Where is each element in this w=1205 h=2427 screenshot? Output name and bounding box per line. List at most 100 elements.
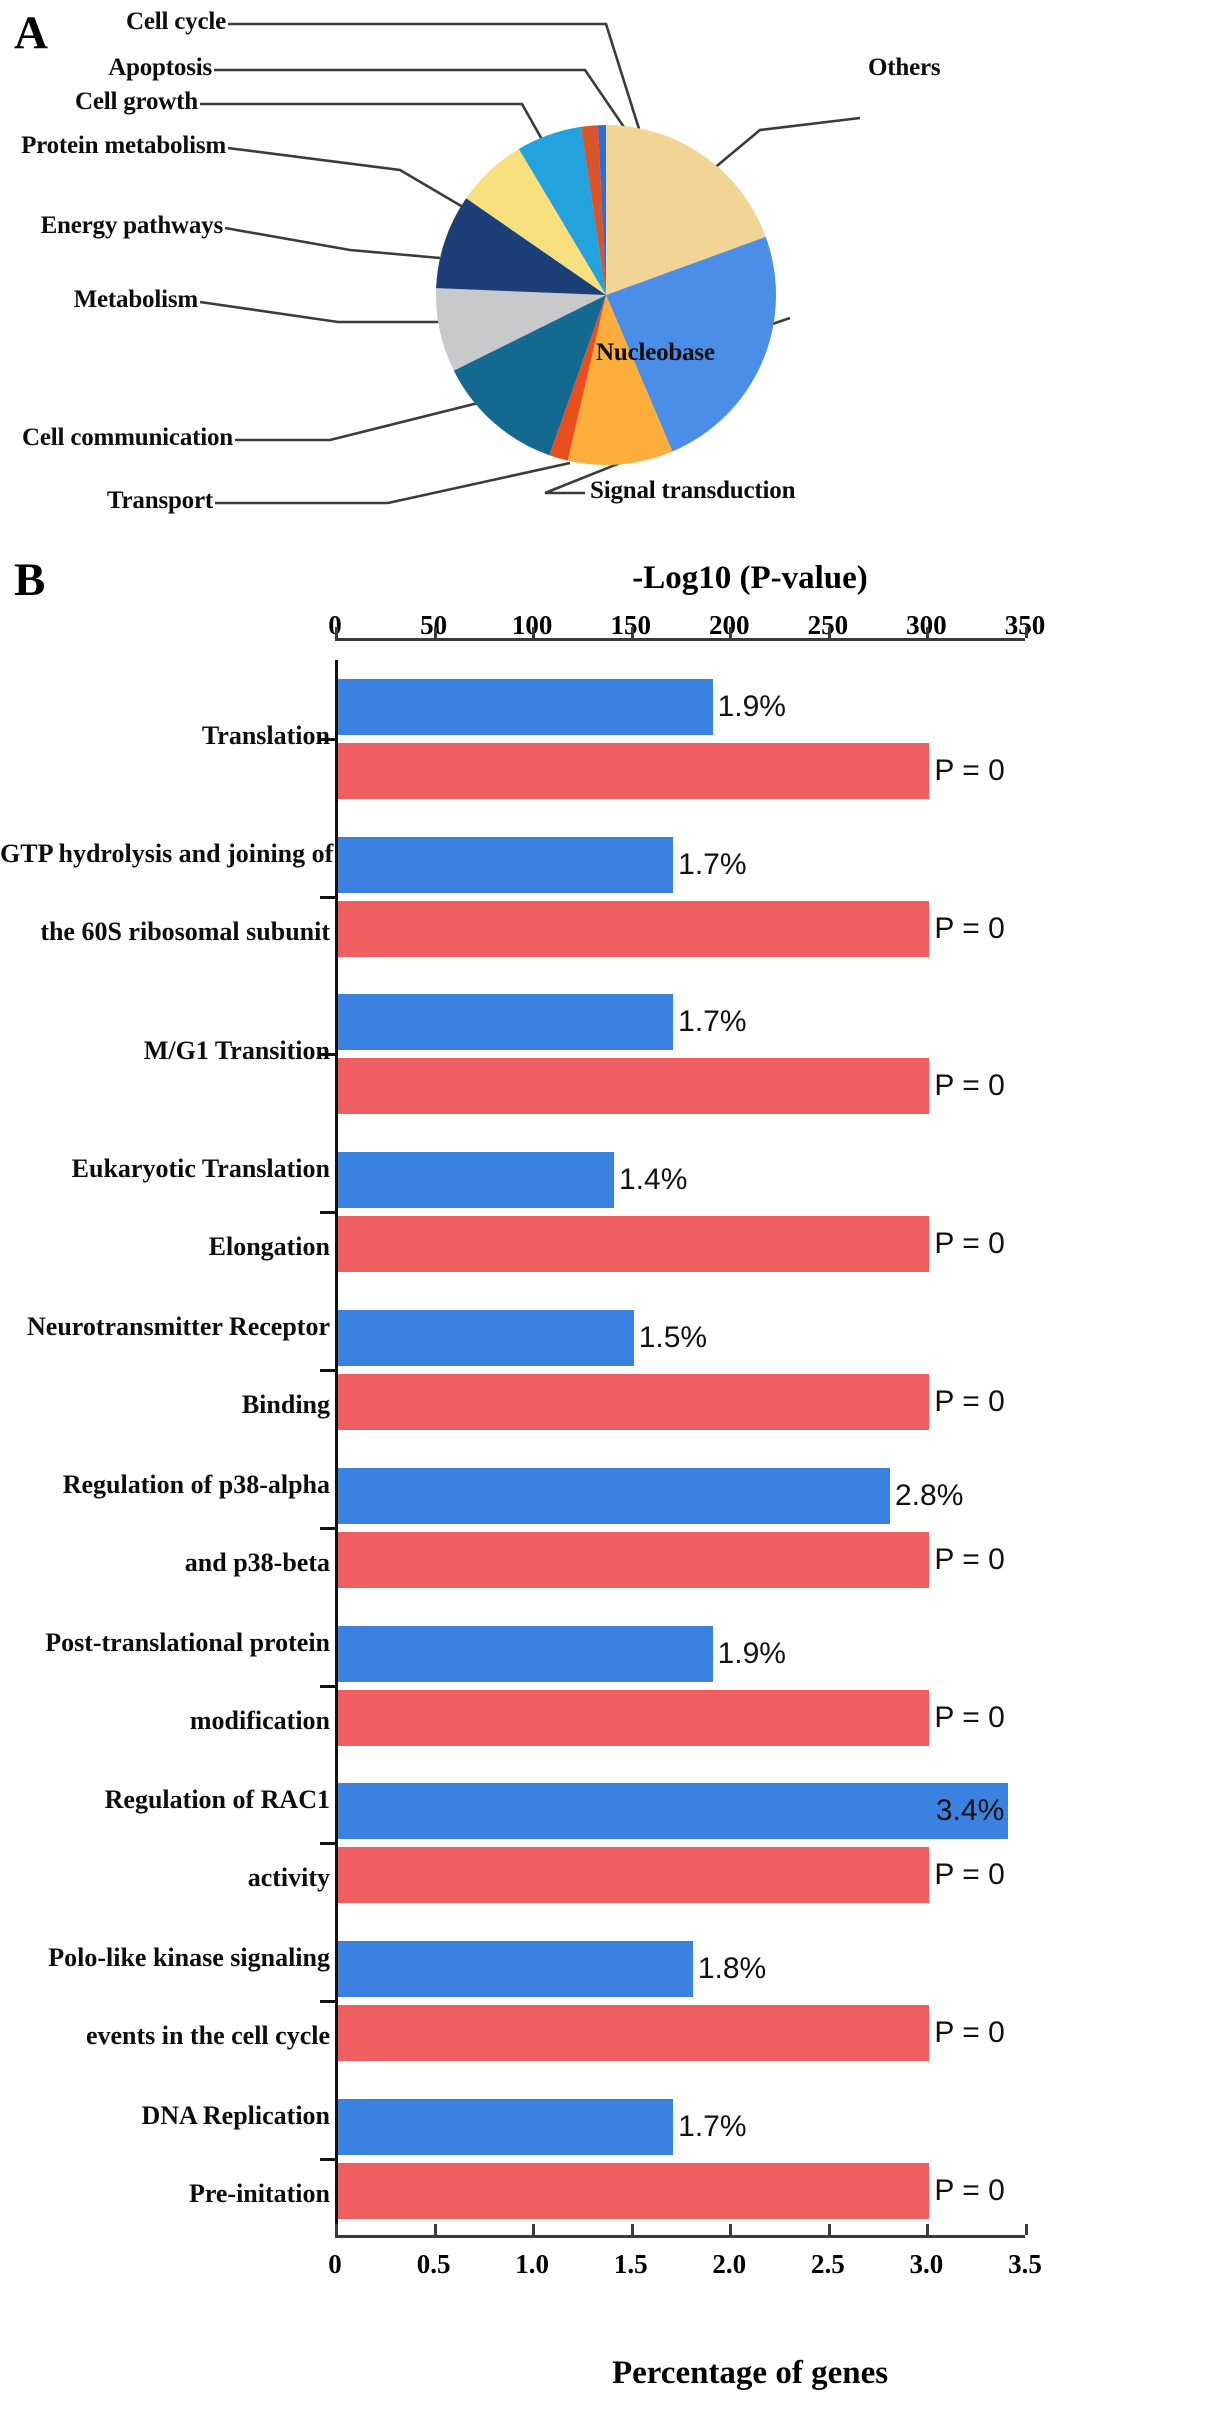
bar-value-label: 3.4% (935, 1794, 1005, 1828)
pie-label-cell-communication: Cell communication (22, 424, 233, 451)
category-label: Neurotransmitter Receptor (27, 1312, 330, 1342)
category-label: Translation (201, 720, 330, 750)
pie-slice-apoptosis (580, 125, 606, 295)
y-axis-tick (320, 1369, 335, 1373)
axis-tick-mark (630, 627, 634, 638)
bar-pvalue-label: P = 0 (934, 1069, 1005, 1103)
axis-tick-label: 3.5 (1008, 2249, 1042, 2279)
axis-tick-label: 0 (328, 2249, 342, 2279)
category-label: Eukaryotic Translation (71, 1154, 330, 1184)
bar-pvalue-label: P = 0 (934, 753, 1005, 787)
pie-label-others: Others (868, 54, 941, 81)
axis-tick-mark (926, 627, 930, 638)
bar-percentage-of-genes: 1.7% (338, 836, 747, 893)
bar-value-label: 2.8% (895, 1478, 964, 1512)
pie-label-energy-pathways: Energy pathways (40, 212, 224, 239)
axis-tick-mark (433, 2224, 437, 2235)
pie-slice-nucleobase (606, 236, 777, 452)
pie-label-signal-transduction: Signal transduction (590, 477, 796, 504)
y-axis-line (335, 660, 338, 2238)
bar-group: 1.9% P = 0 Translation (202, 660, 1025, 818)
y-axis-tick (320, 1842, 335, 1846)
pie-slice-metabolism (435, 288, 606, 371)
bar-percentage-of-genes: 1.8% (338, 1941, 766, 1998)
category-label: Post-translational protein (45, 1627, 330, 1657)
axis-tick-mark (1025, 627, 1028, 638)
category-label: Polo-like kinase signaling (48, 1943, 330, 1973)
bar-value-label: 1.7% (678, 2110, 747, 2144)
bar-value-label: 1.9% (717, 689, 786, 723)
category-label: DNA Replication (141, 2101, 331, 2131)
bar-percentage-of-genes: 2.8% (338, 1467, 963, 1524)
bar-neg-log10-pvalue: P = 0 (338, 2005, 1005, 2062)
category-label: Regulation of p38-alpha (62, 1469, 330, 1499)
y-axis-tick (320, 1211, 335, 1215)
y-axis-tick (320, 1526, 335, 1530)
bar-neg-log10-pvalue: P = 0 (338, 1847, 1005, 1904)
bar-pvalue-label: P = 0 (934, 911, 1005, 945)
bar-neg-log10-pvalue: P = 0 (338, 2163, 1005, 2220)
bottom-axis-title: Percentage of genes (611, 2355, 889, 2391)
bar-percentage-of-genes: 3.4% (338, 1783, 1009, 1840)
bar-pvalue-label: P = 0 (934, 1858, 1005, 1892)
category-label: activity (247, 1863, 330, 1893)
bar-pvalue-label: P = 0 (934, 2174, 1005, 2208)
panel-a-pie-chart: A (0, 0, 1205, 535)
pie-slice-cell-communication (453, 295, 606, 456)
category-label: Pre-initation (188, 2179, 330, 2209)
category-label: the 60S ribosomal subunit (40, 916, 330, 946)
pie-slices (435, 125, 777, 466)
pie-label-protein-metabolism: Protein metabolism (21, 132, 226, 159)
panel-a-letter: A (14, 7, 48, 59)
category-label: GTP hydrolysis and joining of (0, 838, 334, 868)
axis-tick-mark (1025, 2224, 1028, 2235)
bar-group: 1.7% P = 0 M/G1 Transition (144, 976, 1025, 1134)
axis-tick-label: 0 (328, 610, 342, 640)
axis-tick-mark (926, 2224, 930, 2235)
axis-tick-mark (729, 2224, 733, 2235)
bar-pvalue-label: P = 0 (934, 2016, 1005, 2050)
category-label: Elongation (208, 1232, 330, 1262)
bar-neg-log10-pvalue: P = 0 (338, 1374, 1005, 1431)
bar-plot-area: 1.9% P = 0 Translation 1.7% P = 0 GTP hydroly… (0, 660, 1025, 2238)
pie-label-transport: Transport (106, 487, 213, 514)
bar-neg-log10-pvalue: P = 0 (338, 1058, 1005, 1115)
bar-percentage-of-genes: 1.9% (338, 1625, 786, 1682)
category-label: modification (189, 1705, 330, 1735)
bar-value-label: 1.9% (717, 1636, 786, 1670)
bar-pvalue-label: P = 0 (934, 1227, 1005, 1261)
pie-chart (433, 122, 779, 468)
pie-label-cell-cycle: Cell cycle (125, 8, 226, 35)
axis-tick-mark (433, 627, 437, 638)
bar-value-label: 1.4% (619, 1163, 688, 1197)
pie-label-metabolism: Metabolism (73, 286, 199, 313)
top-axis-title: -Log10 (P-value) (632, 560, 868, 596)
bar-value-label: 1.8% (697, 1952, 767, 1986)
bar-percentage-of-genes: 1.4% (338, 1152, 687, 1209)
axis-tick-mark (532, 2224, 536, 2235)
category-label: and p38-beta (184, 1547, 330, 1577)
pie-slice-signal-transduction (567, 295, 673, 466)
pie-slice-cell-growth (518, 126, 606, 295)
y-axis-tick (320, 2000, 335, 2004)
axis-tick-mark (827, 2224, 831, 2235)
bar-value-label: 1.7% (678, 847, 747, 881)
panel-b-letter: B (14, 554, 46, 606)
category-label: M/G1 Transition (143, 1036, 330, 1066)
axis-tick-mark (335, 627, 338, 638)
bar-neg-log10-pvalue: P = 0 (338, 742, 1005, 799)
pie-slice-protein-metabolism (466, 148, 606, 295)
bar-value-label: 1.5% (638, 1321, 708, 1355)
pie-slice-energy-pathways (436, 198, 606, 295)
pie-slice-others (606, 125, 766, 295)
bar-percentage-of-genes: 1.9% (338, 678, 786, 735)
category-label: Regulation of RAC1 (104, 1785, 330, 1815)
bar-percentage-of-genes: 1.7% (338, 994, 747, 1051)
